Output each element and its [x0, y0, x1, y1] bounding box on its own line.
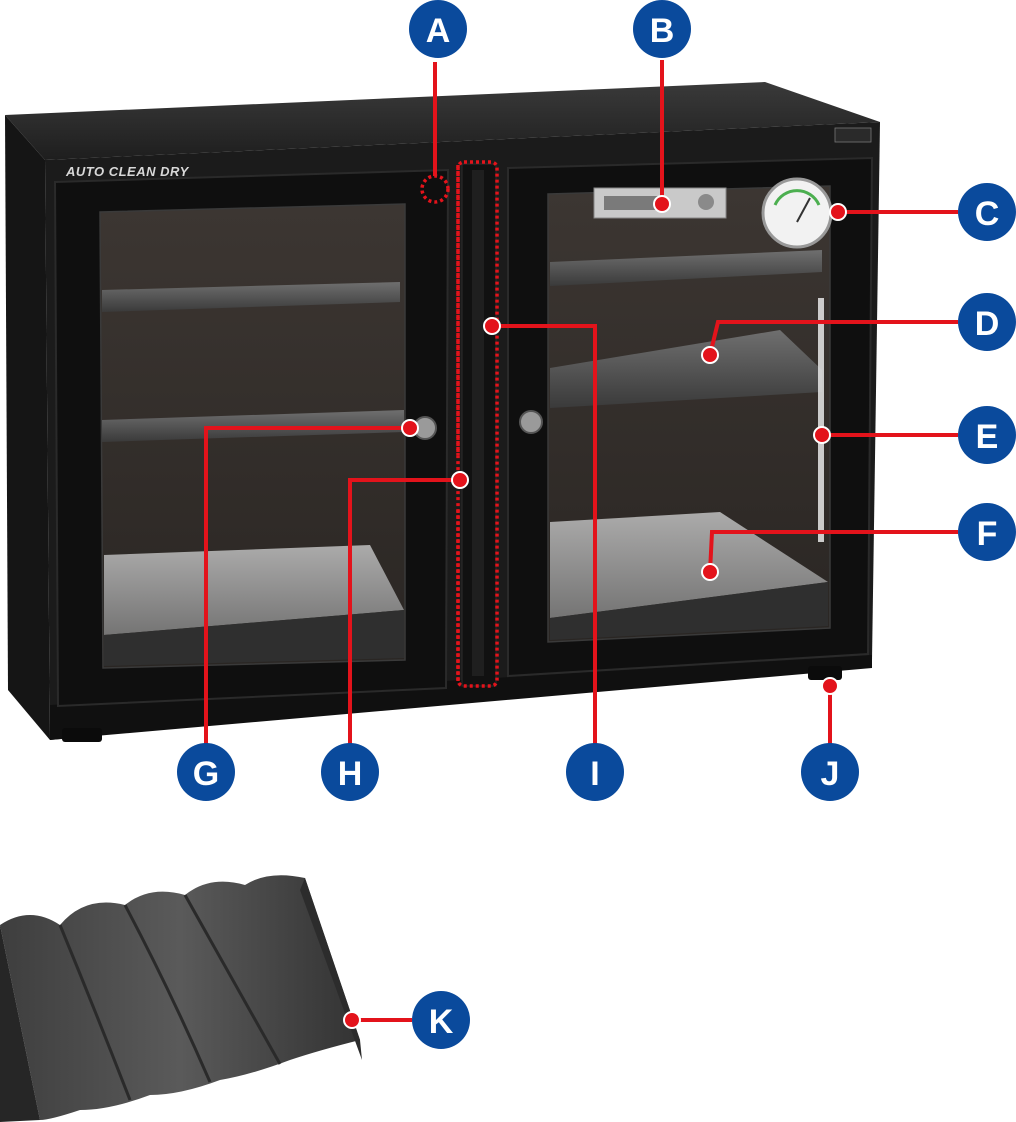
callout-i-circle — [566, 743, 624, 801]
dot-d — [701, 346, 719, 364]
foot-right — [808, 666, 842, 680]
callout-k-circle — [412, 991, 470, 1049]
left-tray — [104, 545, 404, 635]
callout-c-label: C — [975, 195, 1000, 233]
foam-wave-2 — [123, 904, 212, 1083]
callout-a-circle — [409, 0, 467, 58]
callout-b-circle — [633, 0, 691, 58]
callout-f-label: F — [977, 515, 998, 553]
dry-cabinet: AUTO CLEAN DRY — [5, 82, 880, 742]
right-floor-shadow — [550, 582, 828, 640]
dot-c — [829, 203, 847, 221]
callout-c: C — [958, 183, 1016, 241]
dot-i — [483, 317, 501, 335]
callout-g-label: G — [193, 755, 219, 793]
callout-h: H — [321, 743, 379, 801]
control-unit-display — [604, 196, 664, 210]
foam-insert — [0, 875, 362, 1122]
callout-d-circle — [958, 293, 1016, 351]
callout-j-circle — [801, 743, 859, 801]
left-door — [53, 168, 450, 708]
foam-wave-3 — [183, 894, 282, 1065]
callout-d: D — [958, 293, 1016, 351]
foam-top-surface — [0, 875, 360, 1120]
left-floor-shadow — [104, 610, 404, 666]
callout-k: K — [412, 991, 470, 1049]
callout-i: I — [566, 743, 624, 801]
center-gasket-inner — [472, 170, 484, 676]
light-bar — [818, 298, 824, 542]
leader-i — [492, 324, 597, 744]
dot-b — [653, 195, 671, 213]
dot-k — [343, 1011, 361, 1029]
callout-f-circle — [958, 503, 1016, 561]
callout-i-label: I — [590, 755, 599, 793]
callout-c-circle — [958, 183, 1016, 241]
hygrometer-needle — [796, 197, 811, 223]
callout-j: J — [801, 743, 859, 801]
left-shelf-top — [102, 282, 400, 312]
cabinet-left-side — [5, 115, 50, 740]
foam-front-edge — [0, 925, 40, 1122]
right-door — [507, 156, 874, 678]
right-shelf-top — [550, 250, 822, 286]
callout-j-label: J — [821, 755, 840, 793]
foot-left — [62, 728, 102, 742]
control-unit-dial — [698, 194, 714, 210]
leader-d — [708, 320, 958, 356]
callout-g: G — [177, 743, 235, 801]
callout-g-circle — [177, 743, 235, 801]
callout-b: B — [633, 0, 691, 58]
leader-g — [204, 426, 410, 744]
dot-g — [401, 419, 419, 437]
callout-h-label: H — [338, 755, 363, 793]
leader-lines — [204, 60, 958, 1022]
leader-f — [708, 530, 958, 573]
callout-d-label: D — [975, 305, 1000, 343]
leader-dots — [343, 195, 847, 1029]
callout-k-label: K — [429, 1003, 454, 1041]
leader-h — [348, 478, 460, 744]
dot-e — [813, 426, 831, 444]
hygrometer-scale — [773, 189, 821, 206]
gasket-highlight — [456, 160, 499, 688]
dot-f — [701, 563, 719, 581]
callout-a: A — [409, 0, 467, 58]
callout-f: F — [958, 503, 1016, 561]
right-door-knob — [519, 410, 543, 434]
foam-wave-1 — [58, 924, 132, 1101]
callout-a-label: A — [426, 12, 451, 50]
dot-h — [451, 471, 469, 489]
callout-h-circle — [321, 743, 379, 801]
callout-e-circle — [958, 406, 1016, 464]
callout-e: E — [958, 406, 1016, 464]
brand-label: AUTO CLEAN DRY — [65, 164, 190, 179]
logo-badge — [834, 127, 872, 143]
cabinet-base — [50, 655, 872, 740]
callout-e-label: E — [976, 418, 999, 456]
callout-b-label: B — [650, 12, 675, 50]
right-shelf-middle — [550, 330, 822, 408]
dot-j — [821, 677, 839, 695]
right-tray — [550, 512, 828, 618]
